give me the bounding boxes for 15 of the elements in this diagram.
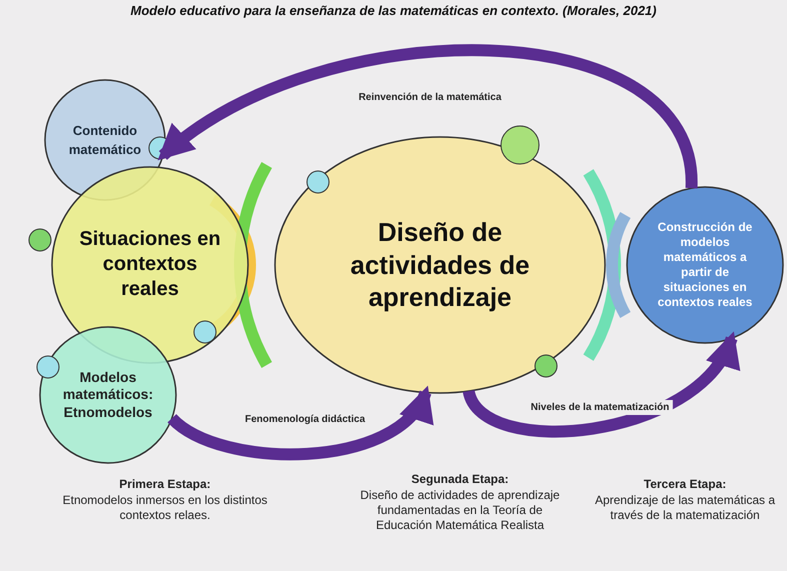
stage-description: Diseño de actividades de aprendizaje fundamentadas en la Teoría de Educación Matemática Realista [359, 488, 561, 533]
stage-heading: Primera Estapa: [119, 476, 211, 493]
stage-heading: Tercera Etapa: [644, 476, 726, 493]
stage-description: Aprendizaje de las matemáticas a través de la matematización [594, 493, 776, 523]
node-label: Modelos matemáticos: Etnomodelos [62, 368, 154, 422]
stage-description: Etnomodelos inmersos en los distintos contextos relaes. [62, 493, 268, 523]
curved-arrow [463, 332, 738, 438]
node-label: Construcción de modelos matemáticos a partir de situaciones en contextos reales [656, 220, 754, 310]
node-label: Contenido matemático [68, 122, 142, 159]
diagram-title: Modelo educativo para la enseñanza de las matemáticas en contexto. (Morales, 2021) [130, 2, 658, 20]
curved-arrow [168, 386, 431, 460]
node-label: Situaciones en contextos reales [78, 227, 222, 302]
node-label: Diseño de actividades de aprendizaje [349, 216, 531, 314]
curved-arrow [157, 44, 698, 189]
stage-heading: Segunada Etapa: [411, 471, 509, 488]
